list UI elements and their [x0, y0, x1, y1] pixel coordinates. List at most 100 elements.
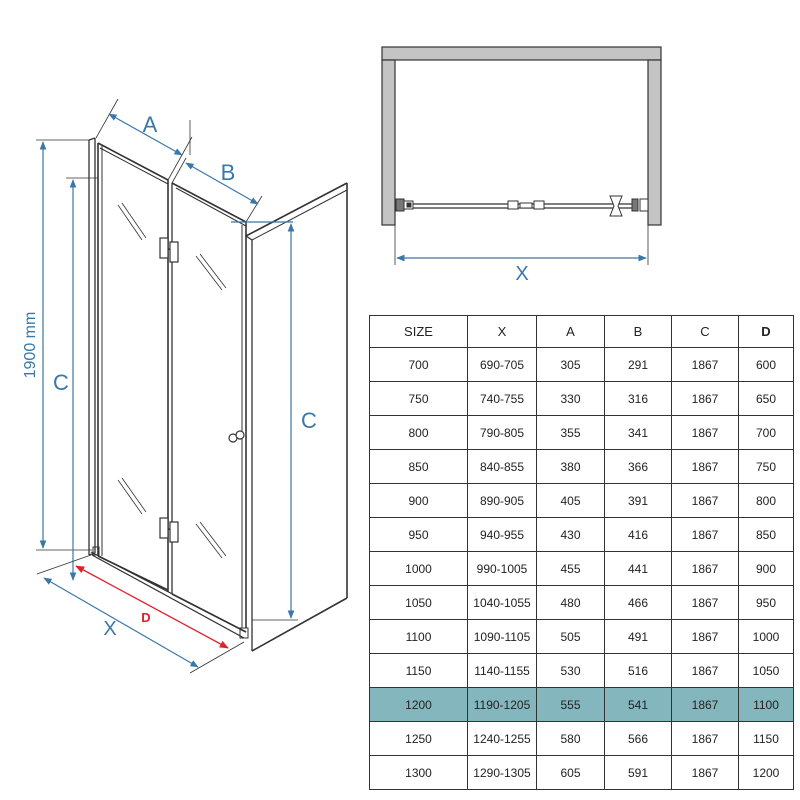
cell-b: 366: [604, 449, 672, 484]
cell-x: 1040-1055: [467, 585, 537, 620]
cell-d: 800: [738, 483, 794, 518]
cell-a: 355: [536, 415, 605, 450]
cell-a: 455: [536, 551, 605, 586]
hinge-top-icon: [159, 237, 179, 263]
dimension-d: D: [75, 565, 229, 649]
cell-d: 900: [738, 551, 794, 586]
cell-b: 316: [604, 381, 672, 416]
cell-size: 1300: [369, 755, 468, 790]
cell-size: 950: [369, 517, 468, 552]
cell-d: 1200: [738, 755, 794, 790]
cell-x: 1140-1155: [467, 653, 537, 688]
cell-a: 405: [536, 483, 605, 518]
cell-d: 650: [738, 381, 794, 416]
cell-x: 790-805: [467, 415, 537, 450]
cell-b: 591: [604, 755, 672, 790]
cell-b: 391: [604, 483, 672, 518]
label-c-left: C: [53, 370, 69, 395]
cell-b: 466: [604, 585, 672, 620]
cell-c: 1867: [671, 449, 739, 484]
cell-b: 341: [604, 415, 672, 450]
cell-x: 1290-1305: [467, 755, 537, 790]
label-height: 1900 mm: [22, 312, 39, 379]
cell-size: 1250: [369, 721, 468, 756]
cell-a: 330: [536, 381, 605, 416]
hinge-bottom-icon: [159, 517, 179, 543]
cell-d: 600: [738, 347, 794, 382]
cell-c: 1867: [671, 755, 739, 790]
cell-b: 516: [604, 653, 672, 688]
header-b: B: [604, 315, 672, 348]
cell-size: 1200: [369, 687, 468, 722]
cell-c: 1867: [671, 483, 739, 518]
wall-profile-top-icon: [395, 198, 414, 212]
cell-d: 1150: [738, 721, 794, 756]
cell-d: 1050: [738, 653, 794, 688]
table-header-row: SIZE X A B C D: [369, 315, 794, 348]
dimension-height: 1900 mm: [22, 139, 92, 551]
label-x-top: X: [515, 263, 528, 285]
dimension-c-right: C: [252, 223, 317, 621]
cell-size: 1100: [369, 619, 468, 654]
cell-c: 1867: [671, 381, 739, 416]
cell-a: 555: [536, 687, 605, 722]
cell-d: 850: [738, 517, 794, 552]
cell-a: 380: [536, 449, 605, 484]
cell-c: 1867: [671, 653, 739, 688]
cell-x: 890-905: [467, 483, 537, 518]
cell-a: 480: [536, 585, 605, 620]
header-a: A: [536, 315, 605, 348]
dimension-c-left: C: [53, 177, 98, 581]
perspective-view: [88, 137, 348, 652]
cell-d: 1100: [738, 687, 794, 722]
cell-d: 1000: [738, 619, 794, 654]
cell-c: 1867: [671, 551, 739, 586]
cell-size: 700: [369, 347, 468, 382]
cell-a: 430: [536, 517, 605, 552]
cell-c: 1867: [671, 585, 739, 620]
cell-b: 291: [604, 347, 672, 382]
cell-size: 1050: [369, 585, 468, 620]
cell-size: 750: [369, 381, 468, 416]
cell-b: 416: [604, 517, 672, 552]
header-d: D: [738, 315, 794, 348]
cell-size: 1150: [369, 653, 468, 688]
cell-c: 1867: [671, 517, 739, 552]
cell-x: 940-955: [467, 517, 537, 552]
cell-size: 900: [369, 483, 468, 518]
cell-a: 505: [536, 619, 605, 654]
cell-c: 1867: [671, 721, 739, 756]
cell-x: 1090-1105: [467, 619, 537, 654]
dimension-x-top: X: [394, 225, 649, 285]
dimension-x-perspective: X: [36, 554, 245, 674]
cell-x: 740-755: [467, 381, 537, 416]
dimension-b: B: [171, 157, 293, 223]
cell-c: 1867: [671, 687, 739, 722]
label-d: D: [141, 610, 150, 625]
knob-top-view-icon: [609, 195, 649, 217]
cell-a: 605: [536, 755, 605, 790]
header-c: C: [671, 315, 739, 348]
cell-x: 840-855: [467, 449, 537, 484]
cell-x: 690-705: [467, 347, 537, 382]
cell-b: 491: [604, 619, 672, 654]
cell-x: 1190-1205: [467, 687, 537, 722]
label-x-perspective: X: [103, 618, 116, 640]
header-size: SIZE: [369, 315, 468, 348]
cell-d: 700: [738, 415, 794, 450]
cell-b: 441: [604, 551, 672, 586]
cell-x: 1240-1255: [467, 721, 537, 756]
header-x: X: [467, 315, 537, 348]
